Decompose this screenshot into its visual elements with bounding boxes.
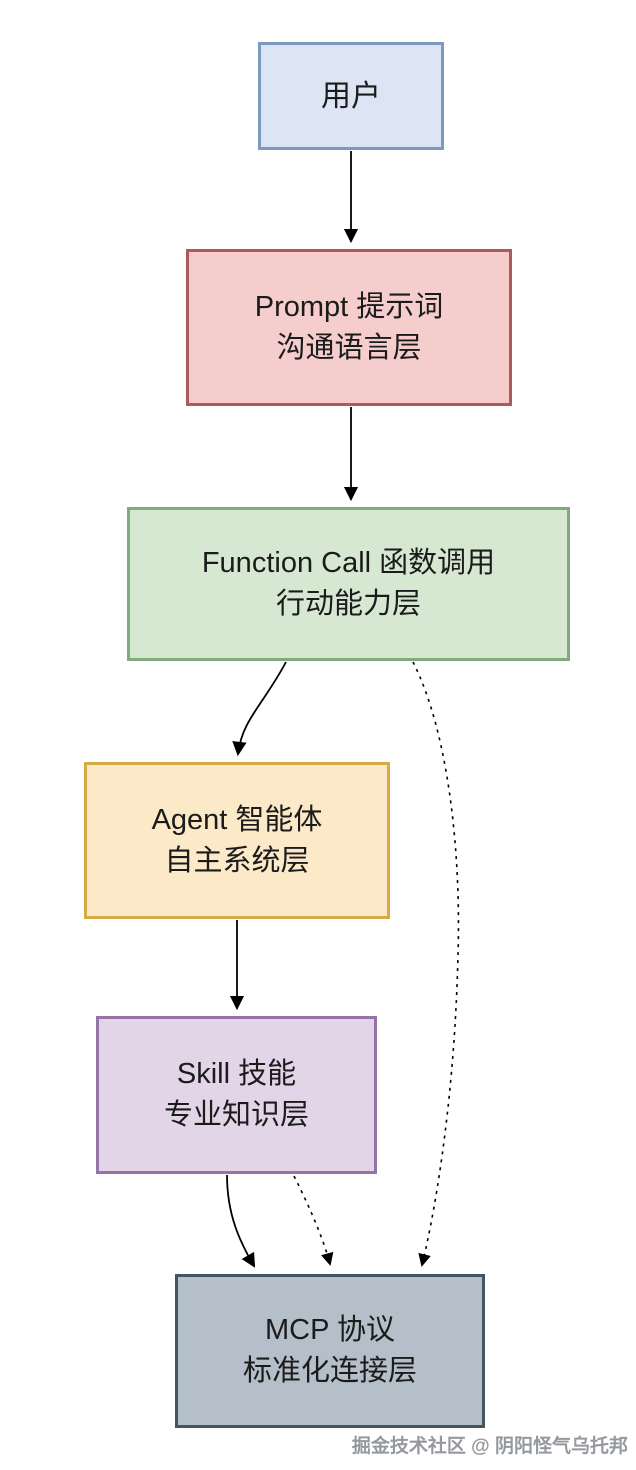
node-prompt-sublabel: 沟通语言层 [276, 331, 422, 364]
node-skill: Skill 技能 专业知识层 [96, 1016, 377, 1174]
arrow-skill-to-mcp [226, 1174, 256, 1268]
node-mcp-label: MCP 协议 [265, 1314, 395, 1346]
node-skill-label: Skill 技能 [176, 1058, 297, 1090]
arrow-skill-to-mcp-dotted [293, 1175, 334, 1266]
node-prompt-label: Prompt 提示词 [254, 290, 444, 323]
node-function-call: Function Call 函数调用 行动能力层 [127, 507, 570, 661]
node-agent: Agent 智能体 自主系统层 [84, 762, 390, 919]
node-mcp-sublabel: 标准化连接层 [242, 1355, 417, 1387]
node-skill-sublabel: 专业知识层 [163, 1099, 309, 1131]
node-user: 用户 [258, 42, 444, 150]
node-user-label: 用户 [321, 79, 381, 113]
arrow-function-to-agent [232, 661, 287, 757]
node-mcp: MCP 协议 标准化连接层 [175, 1274, 485, 1428]
node-agent-sublabel: 自主系统层 [164, 844, 310, 877]
node-prompt: Prompt 提示词 沟通语言层 [186, 249, 512, 406]
node-function-call-sublabel: 行动能力层 [275, 588, 421, 620]
arrow-function-to-mcp-dotted [412, 661, 460, 1267]
node-function-call-label: Function Call 函数调用 [201, 547, 496, 579]
watermark: 掘金技术社区 @ 阴阳怪气乌托邦 [351, 1436, 628, 1457]
node-agent-label: Agent 智能体 [151, 803, 323, 836]
